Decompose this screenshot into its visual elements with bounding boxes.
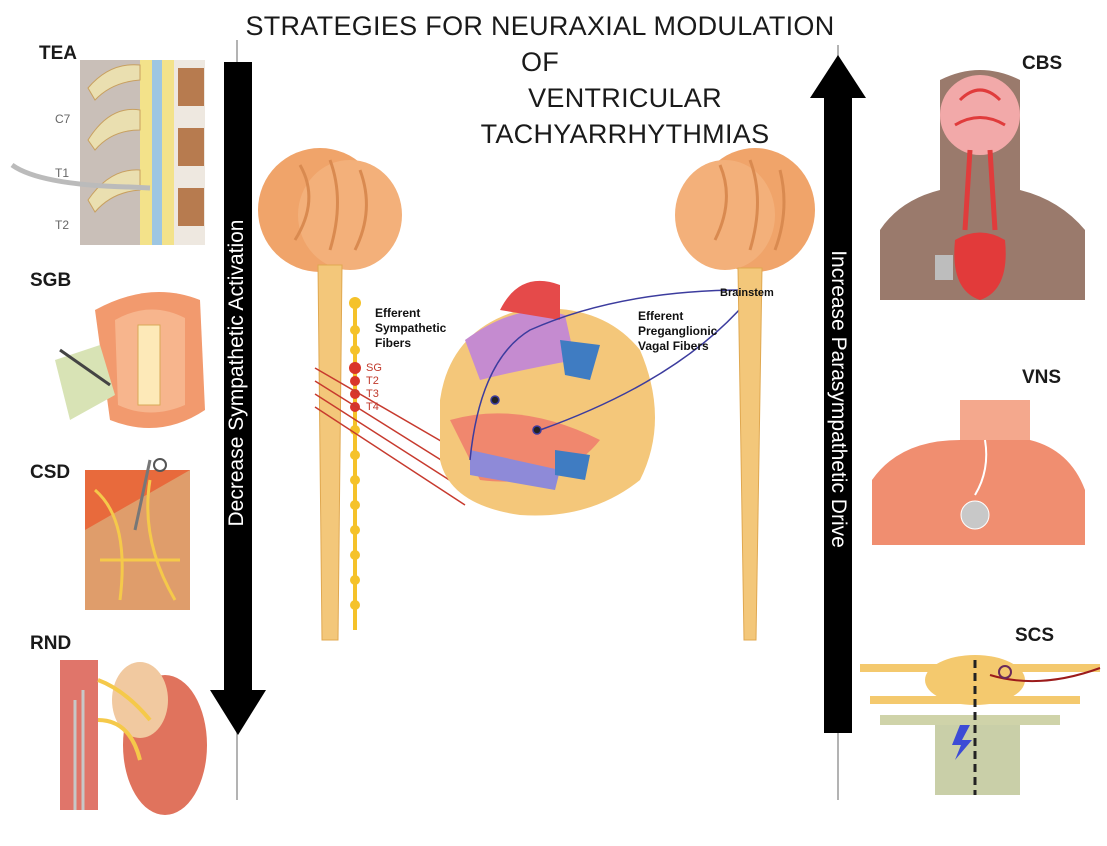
decrease-sympathetic-label: Decrease Sympathetic Activation — [225, 198, 249, 548]
scs-illustration — [860, 655, 1100, 795]
ganglion-label-sg: SG — [366, 362, 382, 374]
cbs-illustration — [880, 70, 1085, 300]
vertebra-label-t1: T1 — [55, 166, 69, 180]
increase-parasympathetic-label: Increase Parasympathetic Drive — [826, 224, 850, 574]
ganglion-label-t2: T2 — [366, 375, 379, 387]
right-brain — [675, 148, 815, 272]
ganglion-label-t4: T4 — [366, 401, 379, 413]
label-csd: CSD — [30, 462, 70, 484]
brainstem-label: Brainstem — [720, 286, 774, 301]
sgb-illustration — [55, 292, 205, 428]
label-scs: SCS — [1015, 625, 1054, 647]
vertebra-label-t2: T2 — [55, 218, 69, 232]
left-brain — [258, 148, 402, 272]
efferent-vagal-line-1: Efferent — [638, 309, 717, 324]
label-sgb: SGB — [30, 270, 71, 292]
heart — [440, 281, 655, 516]
label-rnd: RND — [30, 633, 71, 655]
label-vns: VNS — [1022, 367, 1061, 389]
label-tea: TEA — [39, 43, 77, 65]
vertebra-label-c7: C7 — [55, 112, 70, 126]
left-spinal-cord — [318, 265, 342, 640]
tea-illustration — [12, 60, 205, 245]
right-spinal-cord — [738, 268, 762, 640]
efferent-sympathetic-label: Efferent Sympathetic Fibers — [375, 306, 446, 351]
efferent-vagal-line-2: Preganglionic — [638, 324, 717, 339]
csd-illustration — [85, 459, 190, 610]
label-cbs: CBS — [1022, 53, 1062, 75]
efferent-vagal-label: Efferent Preganglionic Vagal Fibers — [638, 309, 717, 354]
rnd-illustration — [60, 660, 207, 815]
efferent-vagal-line-3: Vagal Fibers — [638, 339, 717, 354]
ganglion-label-t3: T3 — [366, 388, 379, 400]
efferent-sympathetic-line-2: Sympathetic — [375, 321, 446, 336]
efferent-sympathetic-line-1: Efferent — [375, 306, 446, 321]
efferent-sympathetic-line-3: Fibers — [375, 336, 446, 351]
sympathetic-chain — [349, 297, 361, 630]
vns-illustration — [872, 400, 1085, 545]
